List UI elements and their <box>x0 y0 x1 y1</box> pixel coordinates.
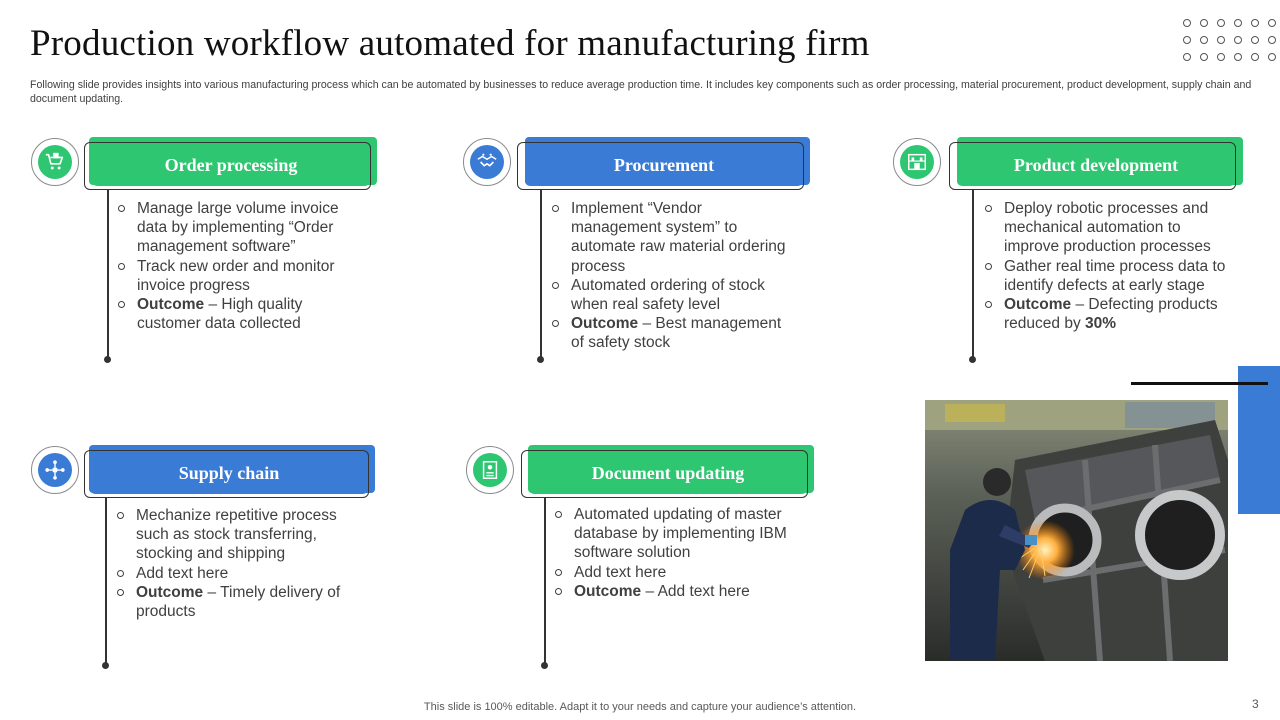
card-heading: Product development <box>957 144 1235 186</box>
card-heading-text: Document updating <box>591 462 745 483</box>
card-heading: Order processing <box>92 144 370 186</box>
list-item: Outcome – Best management of safety stoc… <box>552 314 792 352</box>
list-item: Add text here <box>117 564 357 583</box>
connector-dot <box>104 356 111 363</box>
card-heading-text: Supply chain <box>178 462 280 483</box>
shopping-cart-icon <box>38 145 72 179</box>
document-updating-icon-badge <box>466 446 514 494</box>
bullet-list: Implement “Vendor management system” to … <box>552 199 792 353</box>
network-icon <box>38 453 72 487</box>
card-procurement: Procurement Implement “Vendor management… <box>463 137 823 378</box>
order-processing-icon-badge <box>31 138 79 186</box>
connector-dot <box>969 356 976 363</box>
connector-line <box>540 190 542 358</box>
bullet-list: Automated updating of master database by… <box>555 505 800 601</box>
connector-dot <box>537 356 544 363</box>
bullet-list: Manage large volume invoice data by impl… <box>118 199 358 333</box>
connector-line <box>105 498 107 664</box>
decorative-dot-grid <box>1183 19 1276 63</box>
card-heading: Supply chain <box>90 452 368 494</box>
card-product-development: Product development Deploy robotic proce… <box>893 137 1253 378</box>
bullet-list: Mechanize repetitive process such as sto… <box>117 506 357 621</box>
card-supply-chain: Supply chain Mechanize repetitive proces… <box>31 445 391 686</box>
list-item: Implement “Vendor management system” to … <box>552 199 792 276</box>
factory-worker-photo <box>925 400 1228 661</box>
card-heading: Procurement <box>525 144 803 186</box>
list-item: Gather real time process data to identif… <box>985 257 1235 295</box>
list-item: Mechanize repetitive process such as sto… <box>117 506 357 564</box>
list-item: Outcome – Add text here <box>555 582 800 601</box>
list-item: Automated updating of master database by… <box>555 505 800 563</box>
card-heading: Document updating <box>529 452 807 494</box>
card-document-updating: Document updating Automated updating of … <box>466 445 826 686</box>
procurement-icon-badge <box>463 138 511 186</box>
product-development-icon-badge <box>893 138 941 186</box>
page-subtitle: Following slide provides insights into v… <box>30 79 1252 105</box>
list-item: Add text here <box>555 563 800 582</box>
list-item: Outcome – High quality customer data col… <box>118 295 358 333</box>
card-order-processing: Order processing Manage large volume inv… <box>31 137 391 378</box>
connector-line <box>972 190 974 358</box>
connector-line <box>107 190 109 358</box>
handshake-icon <box>470 145 504 179</box>
list-item: Manage large volume invoice data by impl… <box>118 199 358 257</box>
decorative-blue-bar <box>1238 366 1280 514</box>
page-number: 3 <box>1252 697 1259 711</box>
card-heading-text: Procurement <box>613 154 715 175</box>
list-item: Deploy robotic processes and mechanical … <box>985 199 1235 257</box>
list-item: Track new order and monitor invoice prog… <box>118 257 358 295</box>
list-item: Outcome – Defecting products reduced by … <box>985 295 1235 333</box>
bullet-list: Deploy robotic processes and mechanical … <box>985 199 1235 333</box>
factory-icon <box>900 145 934 179</box>
connector-dot <box>102 662 109 669</box>
connector-line <box>544 498 546 664</box>
connector-dot <box>541 662 548 669</box>
supply-chain-icon-badge <box>31 446 79 494</box>
page-title: Production workflow automated for manufa… <box>30 23 870 64</box>
decorative-rule <box>1131 382 1268 385</box>
card-heading-text: Product development <box>1013 154 1179 175</box>
list-item: Outcome – Timely delivery of products <box>117 583 357 621</box>
footer-note: This slide is 100% editable. Adapt it to… <box>423 701 857 713</box>
card-heading-text: Order processing <box>164 154 298 175</box>
list-item: Automated ordering of stock when real sa… <box>552 276 792 314</box>
document-icon <box>473 453 507 487</box>
